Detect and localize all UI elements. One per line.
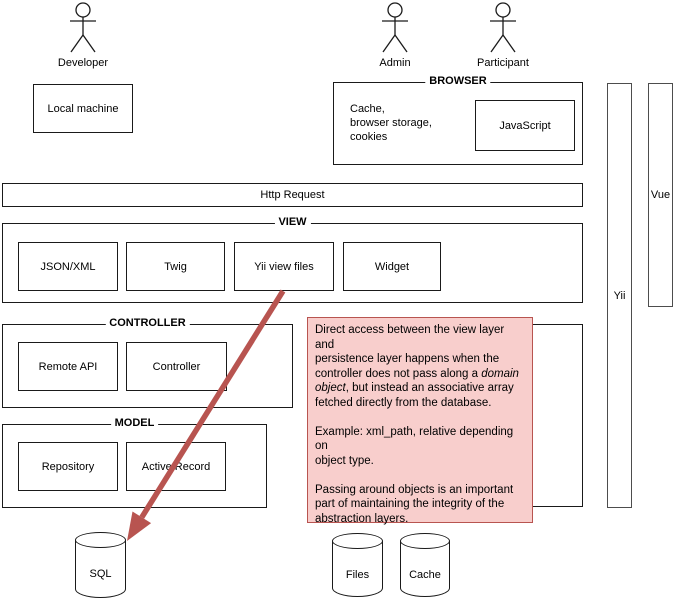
stick-figure-icon — [70, 2, 96, 53]
actor-developer: Developer — [33, 2, 133, 69]
yii-bar-label: Yii — [613, 289, 626, 302]
browser-group-label: BROWSER — [425, 75, 491, 87]
vue-bar-label: Vue — [650, 189, 671, 201]
cylinder-files: Files — [332, 533, 383, 597]
note-line: object, but instead an associative array — [315, 382, 514, 394]
local-machine-box: Local machine — [33, 84, 133, 133]
browser-storage-text: Cache, browser storage, cookies — [350, 103, 432, 143]
box-widget: Widget — [343, 242, 441, 291]
database-icon-top — [400, 533, 450, 549]
note-line: Passing around objects is an important — [315, 483, 514, 496]
box-yii-view-files: Yii view files — [234, 242, 334, 291]
note-line: object type. — [315, 454, 374, 467]
cylinder-label: SQL — [89, 568, 112, 580]
model-group: MODEL Repository Active Record — [2, 417, 267, 508]
note-line — [315, 410, 526, 425]
view-group: VIEW JSON/XML Twig Yii view files Widget — [2, 216, 583, 303]
view-group-label: VIEW — [274, 216, 311, 228]
vue-framework-bar: Vue — [648, 83, 673, 307]
box-controller: Controller — [126, 342, 227, 391]
yii-framework-bar: Yii — [607, 83, 632, 508]
model-group-label: MODEL — [110, 417, 159, 429]
box-repository: Repository — [18, 442, 118, 491]
cylinder-cache: Cache — [400, 533, 450, 597]
browser-group: BROWSER Cache, browser storage, cookies … — [333, 75, 583, 165]
actor-admin: Admin — [345, 2, 445, 69]
box-json-xml: JSON/XML — [18, 242, 118, 291]
actor-label: Admin — [379, 57, 411, 69]
note-line: Direct access between the view layer and — [315, 324, 505, 351]
actor-label: Participant — [477, 57, 529, 69]
note-line: persistence layer happens when the — [315, 353, 500, 365]
note-line: Example: xml_path, relative depending on — [315, 425, 514, 453]
note-line: fetched directly from the database. — [315, 396, 492, 409]
controller-group: CONTROLLER Remote API Controller — [2, 317, 293, 408]
cylinder-label: Cache — [409, 569, 441, 581]
box-active-record: Active Record — [126, 442, 226, 491]
stick-figure-icon — [382, 2, 408, 53]
note-line: controller does not pass along a domain — [315, 367, 519, 380]
persistence-note: Direct access between the view layer and… — [307, 317, 533, 525]
http-request-bar: Http Request — [2, 183, 583, 207]
stick-figure-icon — [490, 2, 516, 53]
database-icon — [400, 541, 450, 597]
actor-participant: Participant — [453, 2, 553, 69]
database-icon-top — [332, 533, 383, 549]
controller-group-label: CONTROLLER — [105, 317, 190, 329]
actor-label: Developer — [57, 57, 109, 69]
box-remote-api: Remote API — [18, 342, 118, 391]
database-icon — [332, 541, 383, 597]
database-icon-top — [75, 532, 126, 548]
note-line: part of maintaining the integrity of the — [315, 498, 505, 510]
note-line — [315, 468, 526, 483]
cylinder-sql: SQL — [75, 532, 126, 598]
cylinder-label: Files — [345, 569, 370, 581]
box-twig: Twig — [126, 242, 225, 291]
note-line: abstraction layers. — [315, 512, 409, 525]
javascript-box: JavaScript — [475, 100, 575, 151]
